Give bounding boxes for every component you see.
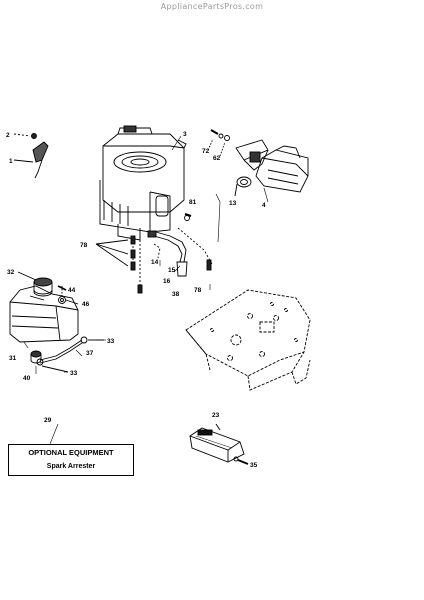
- fuel-hose-part: [36, 336, 104, 373]
- gasket-part: [234, 176, 252, 197]
- optional-equipment-box: OPTIONAL EQUIPMENT Spark Arrester: [8, 444, 134, 476]
- callout-14: 14: [151, 259, 159, 266]
- callout-3: 3: [183, 131, 187, 138]
- spark-arrester-part: [189, 423, 245, 463]
- callout-78-left: 78: [80, 242, 88, 249]
- fuel-tank-part: [9, 285, 79, 343]
- screw-part: [177, 213, 213, 265]
- watermark-text: AppliancePartsPros.com: [160, 2, 264, 11]
- callout-44: 44: [68, 287, 76, 294]
- callout-31: 31: [9, 355, 17, 362]
- engine-part: [99, 125, 187, 241]
- callout-23: 23: [212, 412, 220, 419]
- callout-46: 46: [82, 301, 90, 308]
- bolt-part: [207, 129, 230, 157]
- callout-33-upper: 33: [107, 338, 115, 345]
- mounting-plate-part: [185, 289, 311, 391]
- callout-2: 2: [6, 132, 10, 139]
- fuel-fitting-part: [57, 285, 79, 305]
- callout-16: 16: [163, 278, 171, 285]
- callout-32: 32: [7, 269, 15, 276]
- callout-62: 62: [213, 155, 221, 162]
- callout-72: 72: [202, 148, 210, 155]
- callout-37: 37: [86, 350, 94, 357]
- callout-29: 29: [44, 417, 52, 424]
- callout-4: 4: [262, 202, 266, 209]
- callout-38: 38: [172, 291, 180, 298]
- callout-1: 1: [9, 158, 13, 165]
- callout-35: 35: [250, 462, 258, 469]
- muffler-part: [235, 139, 309, 193]
- spark-arrester-label: Spark Arrester: [46, 463, 96, 470]
- fuel-cap-part: [17, 271, 53, 297]
- throttle-control-part: [13, 133, 49, 179]
- callout-13: 13: [229, 200, 237, 207]
- optional-equipment-title: OPTIONAL EQUIPMENT: [28, 448, 114, 457]
- screw-35-part: [233, 456, 249, 465]
- callout-81: 81: [189, 199, 197, 206]
- bushing-part: [30, 350, 42, 364]
- callout-33-lower: 33: [70, 370, 78, 377]
- bolt-78-part: [95, 235, 212, 294]
- callout-15: 15: [168, 267, 176, 274]
- callout-40: 40: [23, 375, 31, 382]
- callout-labels: 2 1 3 72 62 13 4 81 78 14 15 16 38 78 32…: [6, 131, 266, 469]
- callout-78-right: 78: [194, 287, 202, 294]
